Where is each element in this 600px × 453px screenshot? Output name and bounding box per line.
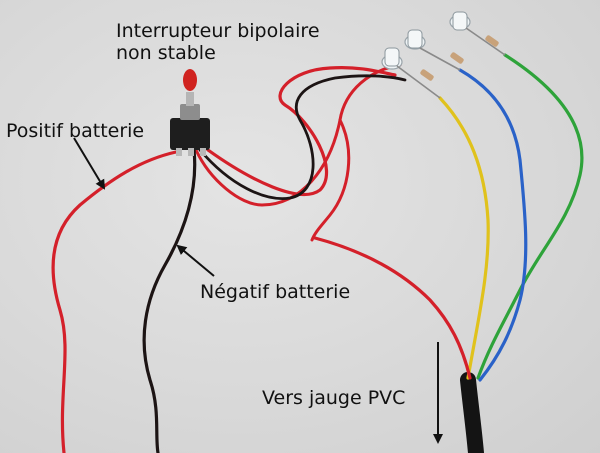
- yellow-wire: [438, 96, 490, 380]
- blue-wire: [458, 68, 528, 382]
- red-wire-led-loop: [206, 66, 397, 196]
- switch-label-line1: Interrupteur bipolaire: [116, 20, 320, 42]
- red-wire-gauge: [313, 236, 472, 380]
- gauge-label: Vers jauge PVC: [262, 387, 406, 409]
- negative-battery-label: Négatif batterie: [200, 281, 351, 303]
- green-wire: [476, 53, 584, 380]
- red-wire-positive: [51, 150, 178, 453]
- arrow-negative: [176, 244, 215, 277]
- red-wire-loose: [310, 118, 351, 242]
- black-wire-led-loop: [198, 74, 407, 200]
- switch-label: Interrupteur bipolaire non stable: [116, 20, 320, 64]
- pvc-cable-sheath: [460, 372, 484, 453]
- positive-battery-label: Positif batterie: [6, 120, 145, 142]
- toggle-switch: [170, 69, 210, 156]
- switch-label-line2: non stable: [116, 42, 216, 64]
- arrow-positive: [73, 137, 106, 190]
- red-wire-led-loop-2: [194, 63, 402, 207]
- led-cluster: [381, 11, 506, 99]
- black-wire-negative: [142, 148, 197, 453]
